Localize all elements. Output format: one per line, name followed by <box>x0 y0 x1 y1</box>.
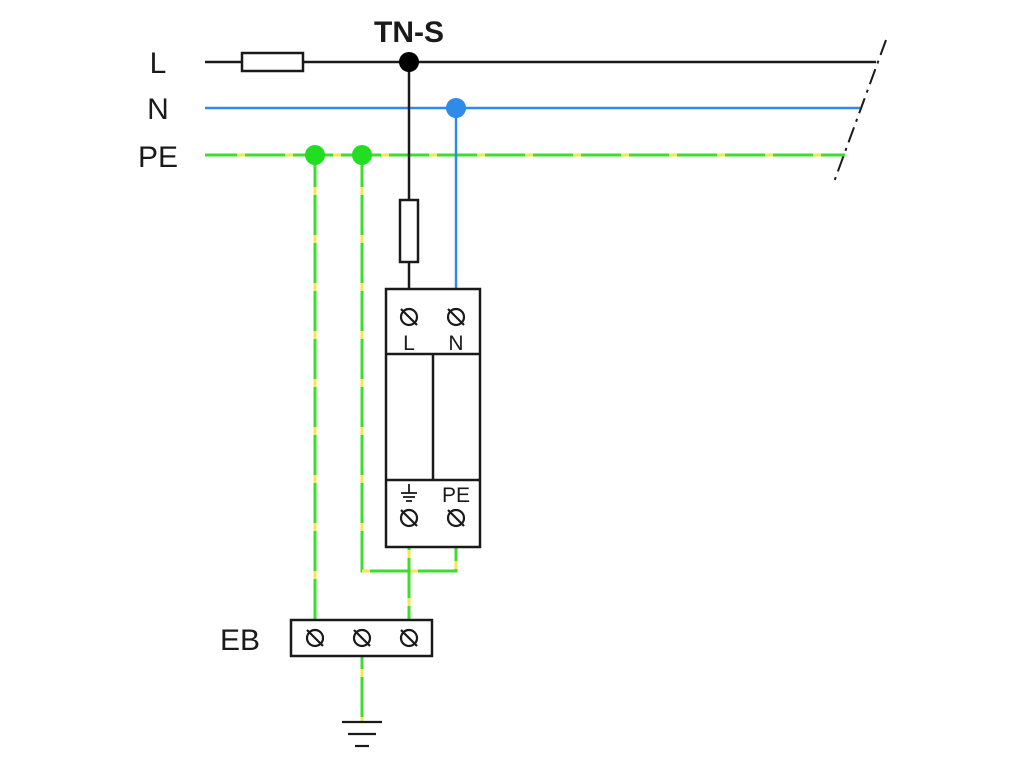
surge-protection-device: L N PE <box>384 287 482 549</box>
earth-bar-terminal-1 <box>305 628 325 648</box>
network-continuation-line <box>833 39 887 183</box>
spd-terminal-pe <box>446 508 466 528</box>
spd-earth-symbol-icon <box>401 484 417 502</box>
spd-backup-fuse <box>398 198 420 264</box>
ground-icon <box>342 720 382 748</box>
neutral-junction-dot <box>446 98 466 118</box>
neutral-conductor-label: N <box>147 93 169 126</box>
line-main-fuse <box>240 51 305 73</box>
pe-junction-dot-2 <box>352 145 372 165</box>
spd-terminal-pe-label: PE <box>442 484 470 507</box>
earth-bar <box>289 618 434 658</box>
spd-terminal-n <box>446 307 466 327</box>
spd-terminal-l-label: L <box>403 332 415 355</box>
earth-bar-terminal-3 <box>399 628 419 648</box>
line-conductor <box>205 51 876 73</box>
diagram-title: TN-S <box>374 16 444 49</box>
spd-terminal-earth <box>399 508 419 528</box>
spd-terminal-n-label: N <box>448 332 463 355</box>
earth-bar-terminal-2 <box>352 628 372 648</box>
line-junction-dot <box>399 52 419 72</box>
pe-conductor-label: PE <box>138 141 178 174</box>
line-tap-wire <box>398 62 420 317</box>
line-conductor-label: L <box>150 47 167 80</box>
earth-bar-label: EB <box>220 624 260 657</box>
pe-junction-dot-1 <box>305 145 325 165</box>
spd-terminal-l <box>399 307 419 327</box>
